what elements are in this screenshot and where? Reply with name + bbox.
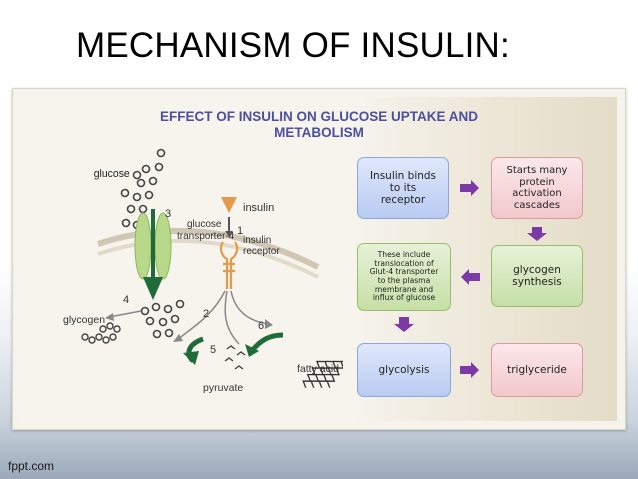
glucose-transporter-right <box>154 212 172 280</box>
cell-membrane-inner <box>97 238 319 279</box>
fatty-acid-label: fatty acid <box>297 363 339 375</box>
diagram-title-line2: METABOLISM <box>274 125 364 140</box>
step-number-3: 3 <box>165 208 171 220</box>
glucose-transporter-label-2: transporter-4 <box>177 231 235 242</box>
box-glycolysis: glycolysis <box>357 343 451 397</box>
glycogen-arrow <box>108 310 142 318</box>
diagram-panel: EFFECT OF INSULIN ON GLUCOSE UPTAKE AND … <box>12 88 626 430</box>
pyruvate-label: pyruvate <box>203 382 243 394</box>
glucose-transporter-left <box>134 212 152 280</box>
signal-arrow-2 <box>177 290 226 340</box>
step-number-4: 4 <box>123 294 129 306</box>
glycogen-label: glycogen <box>63 314 105 326</box>
pyruvate-molecules <box>224 345 246 370</box>
step-number-1: 1 <box>237 225 243 237</box>
box-protein-cascades: Starts many protein activation cascades <box>491 157 583 219</box>
insulin-icon <box>221 197 237 213</box>
signal-arrow-6 <box>230 290 269 325</box>
diagram-title-line1: EFFECT OF INSULIN ON GLUCOSE UPTAKE AND <box>159 109 478 124</box>
box-glycogen-synthesis: glycogen synthesis <box>491 245 583 307</box>
cell-membrane-outer <box>97 227 320 270</box>
insulin-receptor-label-1: insulin <box>243 235 271 246</box>
glucose-molecules-outside <box>120 148 166 230</box>
step-number-6: 6 <box>258 320 264 332</box>
insulin-receptor-label-2: receptor <box>243 246 280 257</box>
step-number-2: 2 <box>203 308 209 320</box>
footer-brand: fppt.com <box>8 459 55 473</box>
insulin-receptor-icon <box>219 241 239 289</box>
slide-title: MECHANISM OF INSULIN: <box>76 26 510 65</box>
glucose-molecules-inside <box>140 299 185 339</box>
box-glut4-translocation: These include translocation of Glut-4 tr… <box>357 243 451 311</box>
fatty-acid-chains-icon <box>302 360 343 388</box>
transporter-arrow <box>142 209 164 300</box>
glucose-label: glucose <box>94 168 130 180</box>
insulin-cell-illustration: glucose 3 glucose transporter-4 insulin … <box>63 148 343 394</box>
signal-arrow-5 <box>224 290 240 345</box>
glycogen-chain-icon <box>81 322 121 344</box>
box-insulin-binds-receptor: Insulin binds to its receptor <box>357 157 449 219</box>
glucose-transporter-label-1: glucose <box>187 219 222 230</box>
insulin-label: insulin <box>243 202 274 214</box>
box-triglyceride: triglyceride <box>491 343 583 397</box>
step-number-5: 5 <box>210 344 216 356</box>
